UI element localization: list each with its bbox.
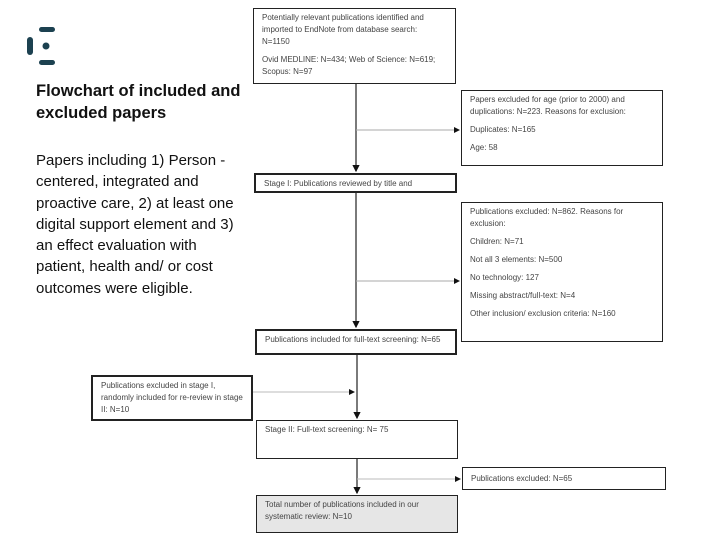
box-stage2: Stage II: Full-text screening: N= 75: [256, 420, 458, 459]
total-text: Total number of publications included in…: [265, 500, 419, 521]
databases-text: Ovid MEDLINE: N=434; Web of Science: N=6…: [262, 55, 436, 76]
other-criteria-text: Other inclusion/ exclusion criteria: N=1…: [470, 309, 616, 318]
age-text: Age: 58: [470, 143, 498, 152]
elements-text: Not all 3 elements: N=500: [470, 255, 563, 264]
excluded-stage2-text: Publications excluded: N=65: [471, 474, 573, 483]
stage1-text: Stage I: Publications reviewed by title …: [264, 179, 413, 188]
box-excluded-age: Papers excluded for age (prior to 2000) …: [461, 90, 663, 166]
excluded-age-text: Papers excluded for age (prior to 2000) …: [470, 95, 626, 116]
technology-text: No technology: 127: [470, 273, 539, 282]
missing-text: Missing abstract/full-text: N=4: [470, 291, 576, 300]
slide-description: Papers including 1) Person -centered, in…: [36, 152, 234, 297]
box-total: Total number of publications included in…: [256, 495, 458, 533]
logo-icon: [27, 27, 55, 65]
identified-text: Potentially relevant publications identi…: [262, 13, 424, 46]
children-text: Children: N=71: [470, 237, 524, 246]
box-excluded-stage1: Publications excluded: N=862. Reasons fo…: [461, 202, 663, 342]
box-identified: Potentially relevant publications identi…: [253, 8, 456, 84]
box-stage1: Stage I: Publications reviewed by title …: [254, 173, 457, 193]
duplicates-text: Duplicates: N=165: [470, 125, 536, 134]
box-excluded-stage2: Publications excluded: N=65: [462, 467, 666, 490]
slide-title: Flowchart of included and excluded paper…: [36, 82, 241, 122]
box-rereview: Publications excluded in stage I, random…: [91, 375, 253, 421]
box-fulltext-included: Publications included for full-text scre…: [255, 329, 457, 355]
stage2-text: Stage II: Full-text screening: N= 75: [265, 425, 389, 434]
excluded-stage1-text: Publications excluded: N=862. Reasons fo…: [470, 207, 624, 228]
rereview-text: Publications excluded in stage I, random…: [101, 381, 243, 414]
fulltext-included-text: Publications included for full-text scre…: [265, 335, 441, 344]
